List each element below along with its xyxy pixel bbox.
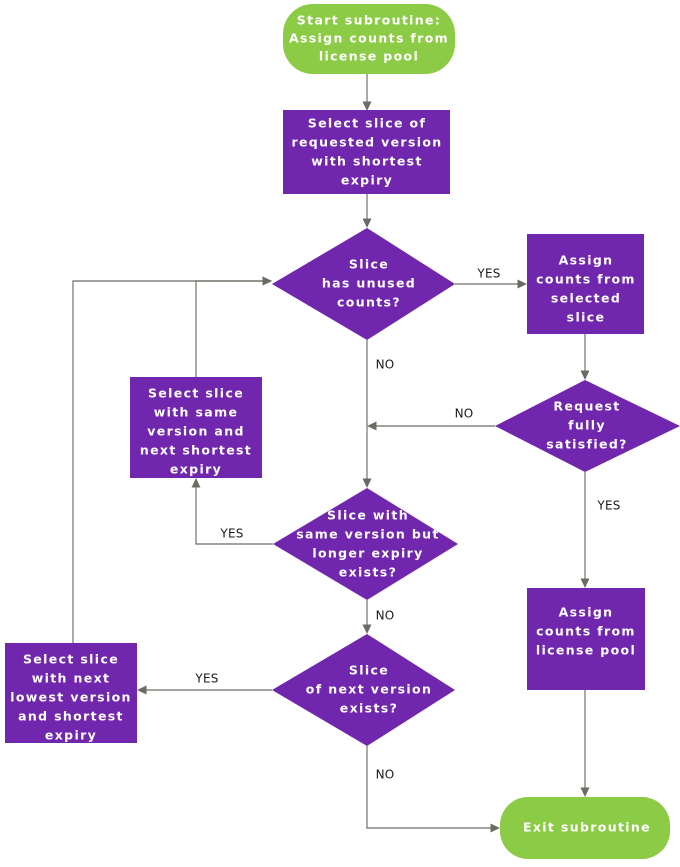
edge-label-has-unused-yes: YES [476,267,500,281]
slice-of-next-version-exists-shape [272,634,455,746]
request-fully-satisfied-label-line-3: satisfied? [546,437,627,452]
select-next-lowest-version-label-line-5: expiry [45,728,97,743]
edge-longer-expiry-yes [191,478,273,545]
edge-label-next-version-no: NO [376,768,395,782]
edge-next-lowest-loop-back [72,276,272,643]
edge-label-layer: YES NO NO YES YES NO YES NO [194,267,620,782]
edge-assign-selected-to-satisfied [580,334,590,380]
edge-satisfied-yes [580,472,590,588]
assign-from-license-pool-label-line-1: Assign [559,605,614,620]
node-assign-from-selected-slice[interactable]: Assign counts from selected slice [527,234,644,334]
start-label-line-1: Start subroutine: [297,13,441,28]
edge-label-has-unused-no: NO [376,358,395,372]
edge-select-shortest-to-has-unused [362,194,372,228]
node-request-fully-satisfied[interactable]: Request fully satisfied? [495,380,680,472]
slice-has-unused-counts-shape [272,228,455,340]
same-version-longer-expiry-label-line-4: exists? [339,565,397,580]
assign-from-selected-slice-label-line-1: Assign [559,253,614,268]
assign-from-license-pool-label-line-2: counts from [536,624,636,639]
start-shape [283,4,455,74]
select-shortest-expiry-label-line-4: expiry [341,173,393,188]
start-label-line-2: Assign counts from [289,31,449,46]
edge-same-version-loop-back [195,276,272,377]
node-layer: Start subroutine: Assign counts from lic… [5,4,680,859]
select-same-version-next-shortest-label-line-2: with same [154,405,239,420]
slice-has-unused-counts-label-line-3: counts? [337,295,401,310]
node-select-shortest-expiry[interactable]: Select slice of requested version with s… [283,110,450,194]
assign-from-license-pool-shape [527,588,645,690]
edge-label-satisfied-yes: YES [596,499,620,513]
same-version-longer-expiry-label-line-1: Slice with [327,508,409,523]
slice-has-unused-counts-label-line-2: has unused [322,276,416,291]
node-same-version-longer-expiry-exists[interactable]: Slice with same version but longer expir… [273,488,458,600]
request-fully-satisfied-shape [495,380,680,472]
same-version-longer-expiry-label-line-2: same version but [296,527,440,542]
assign-from-license-pool-label-line-3: license pool [536,643,636,658]
assign-from-selected-slice-shape [527,234,644,334]
edge-start-to-select-shortest [362,74,372,111]
assign-from-selected-slice-label-line-2: counts from [536,272,636,287]
node-start[interactable]: Start subroutine: Assign counts from lic… [283,4,455,74]
edge-has-unused-yes [455,279,527,289]
edge-next-version-yes [137,685,272,695]
exit-shape [500,797,670,859]
select-next-lowest-version-shape [5,643,137,743]
edge-longer-expiry-no [362,600,372,634]
exit-label: Exit subroutine [523,820,651,835]
node-select-same-version-next-shortest[interactable]: Select slice with same version and next … [130,377,262,478]
select-next-lowest-version-label-line-3: lowest version [10,690,132,705]
edge-label-satisfied-no: NO [455,407,474,421]
node-select-next-lowest-version[interactable]: Select slice with next lowest version an… [5,643,137,743]
start-label-line-3: license pool [319,49,419,64]
slice-of-next-version-label-line-3: exists? [340,701,398,716]
assign-from-selected-slice-label-line-4: slice [567,310,606,325]
edge-satisfied-no [367,421,495,431]
connector-layer: assign counts from selected slice --> jo… [72,74,590,833]
select-same-version-next-shortest-label-line-3: version and [147,424,245,439]
select-same-version-next-shortest-label-line-4: next shortest [140,443,252,458]
select-shortest-expiry-label-line-2: requested version [291,135,442,150]
assign-from-selected-slice-label-line-3: selected [551,291,621,306]
node-slice-of-next-version-exists[interactable]: Slice of next version exists? [272,634,455,746]
select-next-lowest-version-label-line-1: Select slice [23,652,119,667]
node-slice-has-unused-counts[interactable]: Slice has unused counts? [272,228,455,340]
edge-label-longer-expiry-yes: YES [219,527,243,541]
node-assign-from-license-pool[interactable]: Assign counts from license pool [527,588,645,690]
edge-label-next-version-yes: YES [194,672,218,686]
request-fully-satisfied-label-line-1: Request [553,399,620,414]
edge-label-longer-expiry-no: NO [376,609,395,623]
same-version-longer-expiry-label-line-3: longer expiry [312,546,423,561]
slice-has-unused-counts-label-line-1: Slice [349,257,389,272]
select-next-lowest-version-label-line-2: with next [32,671,111,686]
request-fully-satisfied-label-line-2: fully [568,418,606,433]
node-exit[interactable]: Exit subroutine [500,797,670,859]
edge-next-version-no [366,746,500,833]
select-next-lowest-version-label-line-4: and shortest [18,709,124,724]
slice-of-next-version-label-line-1: Slice [349,663,389,678]
select-shortest-expiry-shape [283,110,450,194]
select-shortest-expiry-label-line-1: Select slice of [308,116,427,131]
select-shortest-expiry-label-line-3: with shortest [311,154,423,169]
same-version-longer-expiry-exists-shape [273,488,458,600]
select-same-version-next-shortest-label-line-5: expiry [170,462,222,477]
edge-license-pool-to-exit [580,690,590,797]
edge-has-unused-no [362,340,372,488]
select-same-version-next-shortest-label-line-1: Select slice [148,386,244,401]
slice-of-next-version-label-line-2: of next version [306,682,432,697]
select-same-version-next-shortest-shape [130,377,262,478]
